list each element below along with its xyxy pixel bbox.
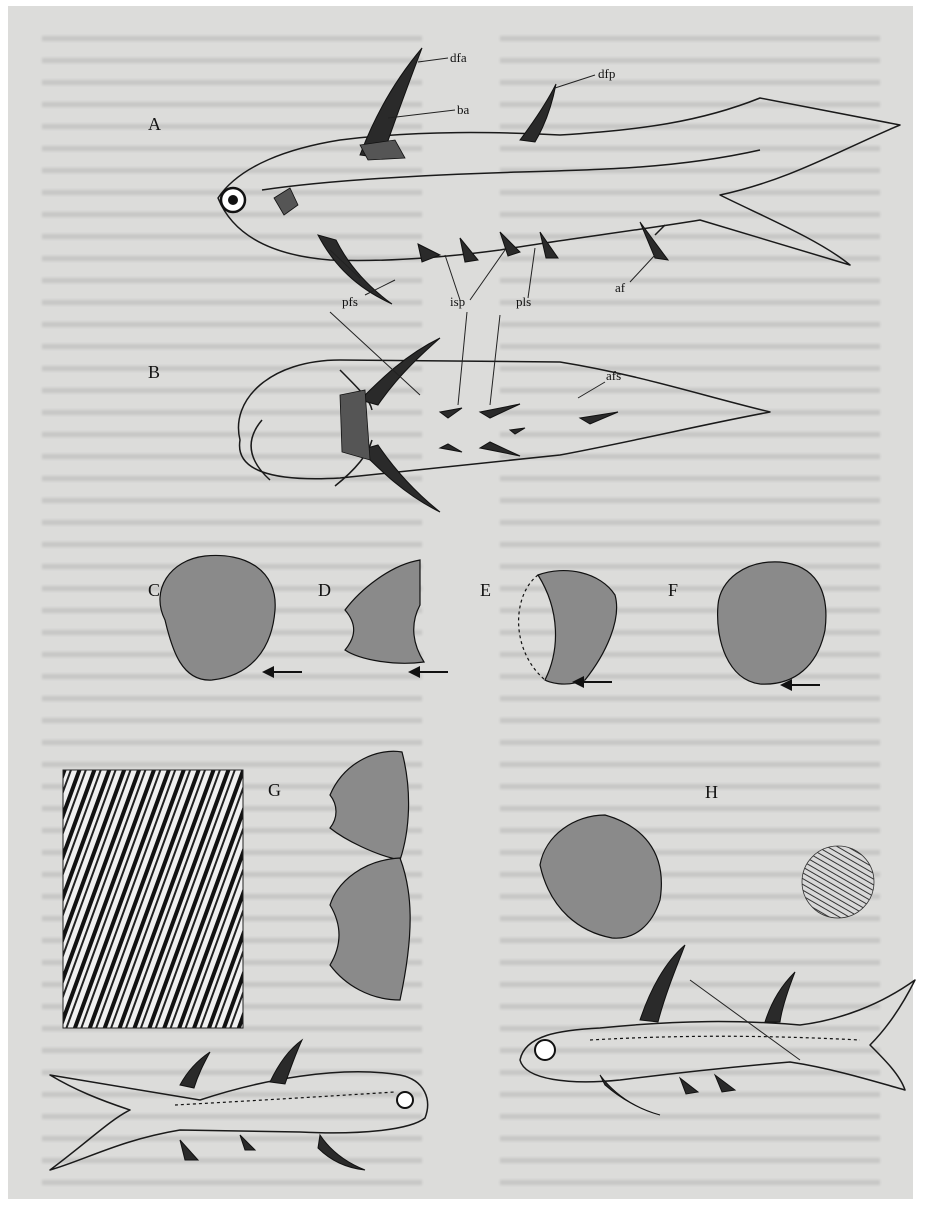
label-g: G [268, 780, 281, 800]
annotation-pfs: pfs [342, 294, 358, 309]
figure-g [50, 751, 428, 1170]
label-h: H [705, 782, 718, 802]
scale-c [160, 555, 302, 680]
scale-d [345, 560, 448, 678]
label-a: A [148, 114, 161, 134]
label-c: C [148, 580, 160, 600]
scale-e [519, 571, 617, 688]
annotation-dfp: dfp [598, 66, 615, 81]
annotation-isp: isp [450, 294, 465, 309]
scale-f [718, 562, 826, 691]
label-f: F [668, 580, 678, 600]
label-b: B [148, 362, 160, 382]
fish-b-ventral [238, 312, 770, 512]
annotation-dfa: dfa [450, 50, 467, 65]
fish-a-lateral [218, 48, 900, 304]
annotation-ba: ba [457, 102, 470, 117]
label-e: E [480, 580, 491, 600]
annotation-af: af [615, 280, 626, 295]
figure-h [520, 815, 915, 1115]
annotation-pls: pls [516, 294, 531, 309]
label-d: D [318, 580, 331, 600]
annotation-afs: afs [606, 368, 621, 383]
